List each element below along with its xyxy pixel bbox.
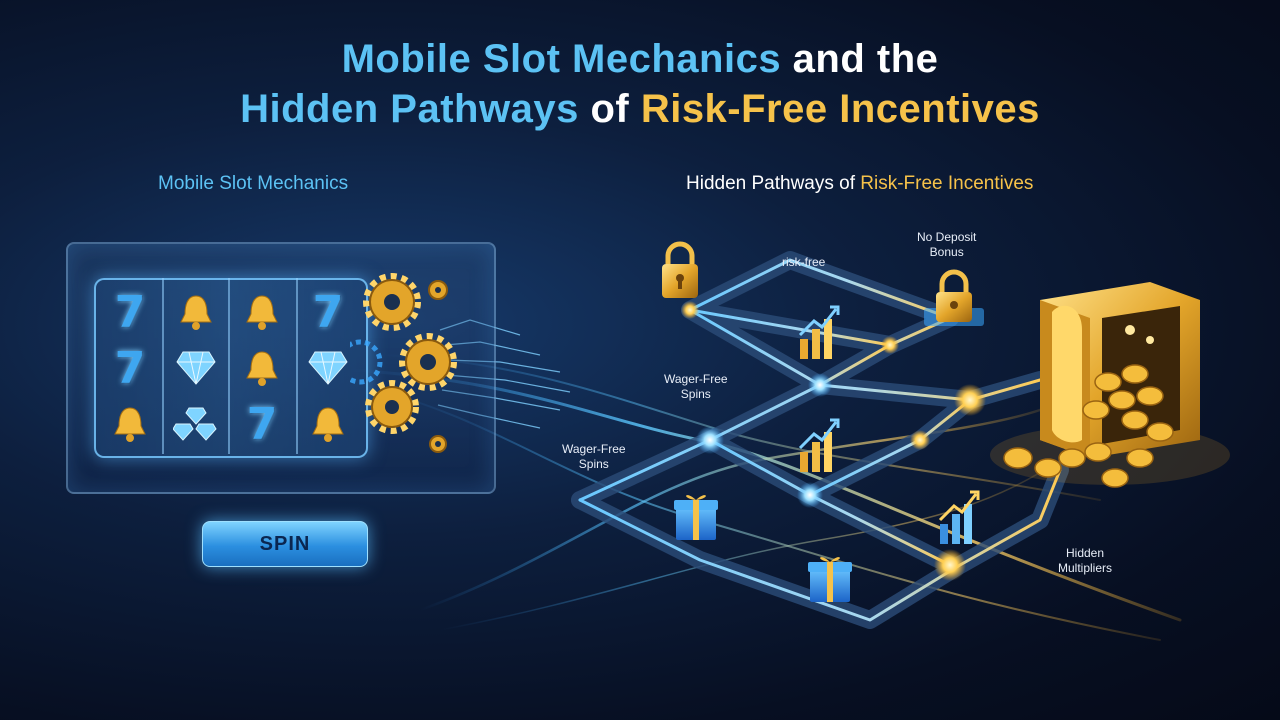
growth-chart-icon — [798, 305, 840, 359]
no-deposit-line-1: No Deposit — [917, 230, 977, 244]
gift-icon — [808, 557, 852, 602]
gift-icon — [674, 495, 718, 540]
reel-divider — [296, 278, 298, 454]
wager-free-line-2: Spins — [680, 387, 711, 401]
wager-free-spins-label: Wager-Free Spins — [562, 442, 626, 472]
no-deposit-label: No Deposit Bonus — [917, 230, 976, 260]
circuit-lines — [437, 319, 571, 429]
lock-icon — [924, 269, 984, 326]
title-mobile-slot: Mobile Slot Mechanics — [341, 37, 782, 81]
spin-button[interactable]: SPIN — [202, 521, 368, 567]
bell-icon — [100, 400, 160, 448]
diamonds-icon — [166, 400, 226, 448]
growth-chart-icon — [938, 490, 980, 544]
title-of: of — [578, 87, 641, 131]
page-title: Mobile Slot Mechanics and the Hidden Pat… — [0, 34, 1280, 134]
right-heading-part2: Risk-Free Incentives — [860, 173, 1034, 194]
lock-icon — [662, 241, 698, 298]
reel-divider — [162, 278, 164, 454]
no-deposit-line-2: Bonus — [929, 245, 964, 259]
title-line-1: Mobile Slot Mechanics and the — [0, 34, 1280, 84]
wager-free-line-1: Wager-Free — [562, 442, 626, 456]
title-risk-free: Risk-Free Incentives — [640, 87, 1040, 131]
title-hidden-pathways: Hidden Pathways — [240, 87, 579, 131]
risk-free-label: risk-free — [782, 255, 826, 269]
bell-icon — [298, 400, 358, 448]
seven-symbol: 7 — [246, 398, 278, 450]
wager-free-line-1: Wager-Free — [664, 372, 728, 386]
right-heading: Hidden Pathways of Risk-Free Incentives — [686, 173, 1033, 195]
reel-divider — [228, 278, 230, 454]
title-line-2: Hidden Pathways of Risk-Free Incentives — [0, 84, 1280, 134]
bell-icon — [232, 288, 292, 336]
seven-symbol: 7 — [114, 286, 146, 338]
seven-symbol: 7 — [114, 342, 146, 394]
growth-chart-icon — [798, 418, 840, 472]
hidden-multipliers-line-1: Hidden — [1065, 546, 1105, 560]
coins-icon — [1003, 364, 1174, 488]
diamond-icon — [298, 344, 358, 392]
wager-free-line-2: Spins — [578, 457, 609, 471]
left-heading: Mobile Slot Mechanics — [158, 173, 349, 194]
right-heading-part1: Hidden Pathways of — [686, 173, 861, 194]
diamond-icon — [166, 344, 226, 392]
gears-icon — [350, 273, 457, 453]
wager-free-spins-label: Wager-Free Spins — [664, 372, 728, 402]
pathway-nodes — [681, 301, 986, 581]
hidden-multipliers-line-2: Multipliers — [1058, 561, 1113, 575]
title-and-the: and the — [781, 37, 939, 81]
bell-icon — [232, 344, 292, 392]
hidden-multipliers-label: Hidden Multipliers — [1058, 546, 1112, 576]
bell-icon — [166, 288, 226, 336]
seven-symbol: 7 — [312, 286, 344, 338]
